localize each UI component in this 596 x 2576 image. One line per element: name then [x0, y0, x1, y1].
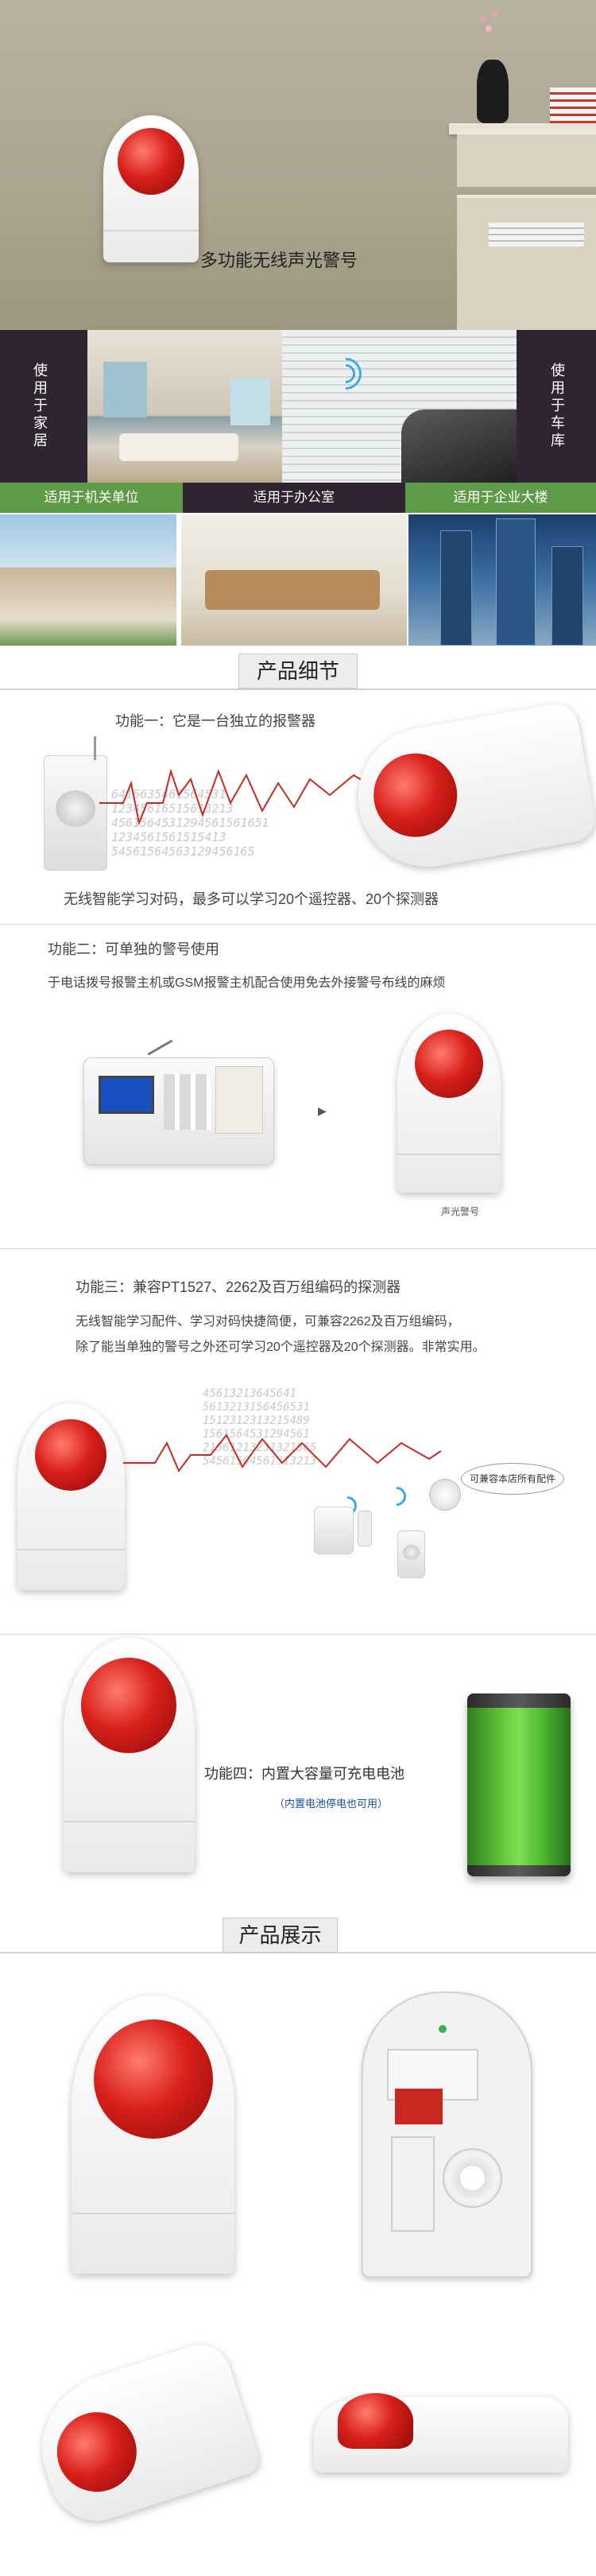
- feature4-note: （内置电池停电也可用）: [274, 1798, 389, 1810]
- siren-feature4: [64, 1638, 195, 1872]
- living-room-image: [87, 330, 282, 485]
- door-magnet: [358, 1511, 372, 1546]
- smoke-detector: [429, 1479, 461, 1511]
- feature2-title: 功能二：可单独的警号使用: [48, 941, 219, 957]
- signal-line: [99, 768, 373, 826]
- wifi-icon: [383, 1483, 410, 1510]
- pir-detector-small: [397, 1530, 425, 1578]
- pir-detector: [44, 755, 107, 871]
- divider: [0, 1248, 596, 1249]
- vase: [477, 60, 509, 123]
- feature1-caption: 无线智能学习对码，最多可以学习20个遥控器、20个探测器: [64, 891, 439, 907]
- compatibility-bubble: 可兼容本店所有配件: [461, 1463, 564, 1495]
- display-siren-front: [72, 1996, 234, 2274]
- arrow-icon: ▶: [318, 1105, 327, 1118]
- government-building-image: [0, 514, 176, 646]
- alarm-host-panel: [83, 1057, 274, 1165]
- section-heading-details: 产品细节: [238, 654, 358, 689]
- feature3-title: 功能三：兼容PT1527、2262及百万组编码的探测器: [75, 1279, 401, 1295]
- siren-product: [103, 115, 199, 262]
- office-image: [181, 514, 407, 646]
- siren-label: 声光警号: [441, 1206, 480, 1217]
- usage-label-garage: 使用于车库: [551, 363, 565, 448]
- display-siren-back: [362, 1992, 532, 2278]
- usage-bar-office: 适用于办公室: [183, 483, 405, 513]
- battery-icon: [467, 1693, 571, 1876]
- speaker-icon: [443, 2148, 502, 2208]
- section-line: [0, 1952, 596, 1953]
- siren-standalone: [397, 1014, 501, 1193]
- usage-label-home: 使用于家居: [33, 363, 48, 448]
- flowers: [481, 16, 487, 22]
- circuit-board: [395, 2089, 443, 2124]
- switch-panel: [391, 2136, 435, 2232]
- books: [550, 87, 596, 123]
- hero-banner: 多功能无线声光警号: [0, 0, 596, 330]
- wifi-icon: [323, 351, 369, 397]
- signal-line-2: [123, 1433, 441, 1472]
- section-heading-display: 产品展示: [223, 1918, 338, 1953]
- cabinet-lower: [457, 195, 596, 330]
- feature1-title: 功能一：它是一台独立的报警器: [115, 713, 315, 729]
- display-siren-flat: [314, 2393, 568, 2473]
- feature2-description: 于电话拨号报警主机或GSM报警主机配合使用免去外接警号布线的麻烦: [48, 976, 446, 990]
- feature4-title: 功能四：内置大容量可充电电池: [204, 1766, 404, 1782]
- card-slot: [215, 1066, 263, 1134]
- section-line: [0, 689, 596, 690]
- books-stack: [489, 223, 584, 246]
- garage-image: [282, 330, 517, 485]
- door-sensor: [314, 1507, 354, 1554]
- lcd-screen: [99, 1076, 154, 1114]
- siren-feature3: [17, 1403, 125, 1590]
- usage-bar-enterprise: 适用于企业大楼: [405, 483, 596, 513]
- feature3-line2: 除了能当单独的警号之外还可学习20个遥控器及20个探测器。非常实用。: [75, 1340, 486, 1354]
- siren-side-view: [347, 700, 596, 878]
- divider: [0, 924, 596, 925]
- enterprise-building-image: [408, 514, 596, 646]
- keypad: [164, 1074, 211, 1130]
- divider: [0, 1634, 596, 1635]
- usage-bar-government: 适用于机关单位: [0, 483, 183, 513]
- host-antenna: [147, 1039, 173, 1056]
- hero-title: 多功能无线声光警号: [200, 250, 358, 270]
- detector-antenna: [94, 736, 96, 760]
- led-indicator: [439, 2025, 447, 2033]
- feature3-line1: 无线智能学习配件、学习对码快捷简便，可兼容2262及百万组编码，: [75, 1315, 460, 1329]
- display-siren-angle: [23, 2337, 263, 2533]
- cabinet: [457, 131, 596, 187]
